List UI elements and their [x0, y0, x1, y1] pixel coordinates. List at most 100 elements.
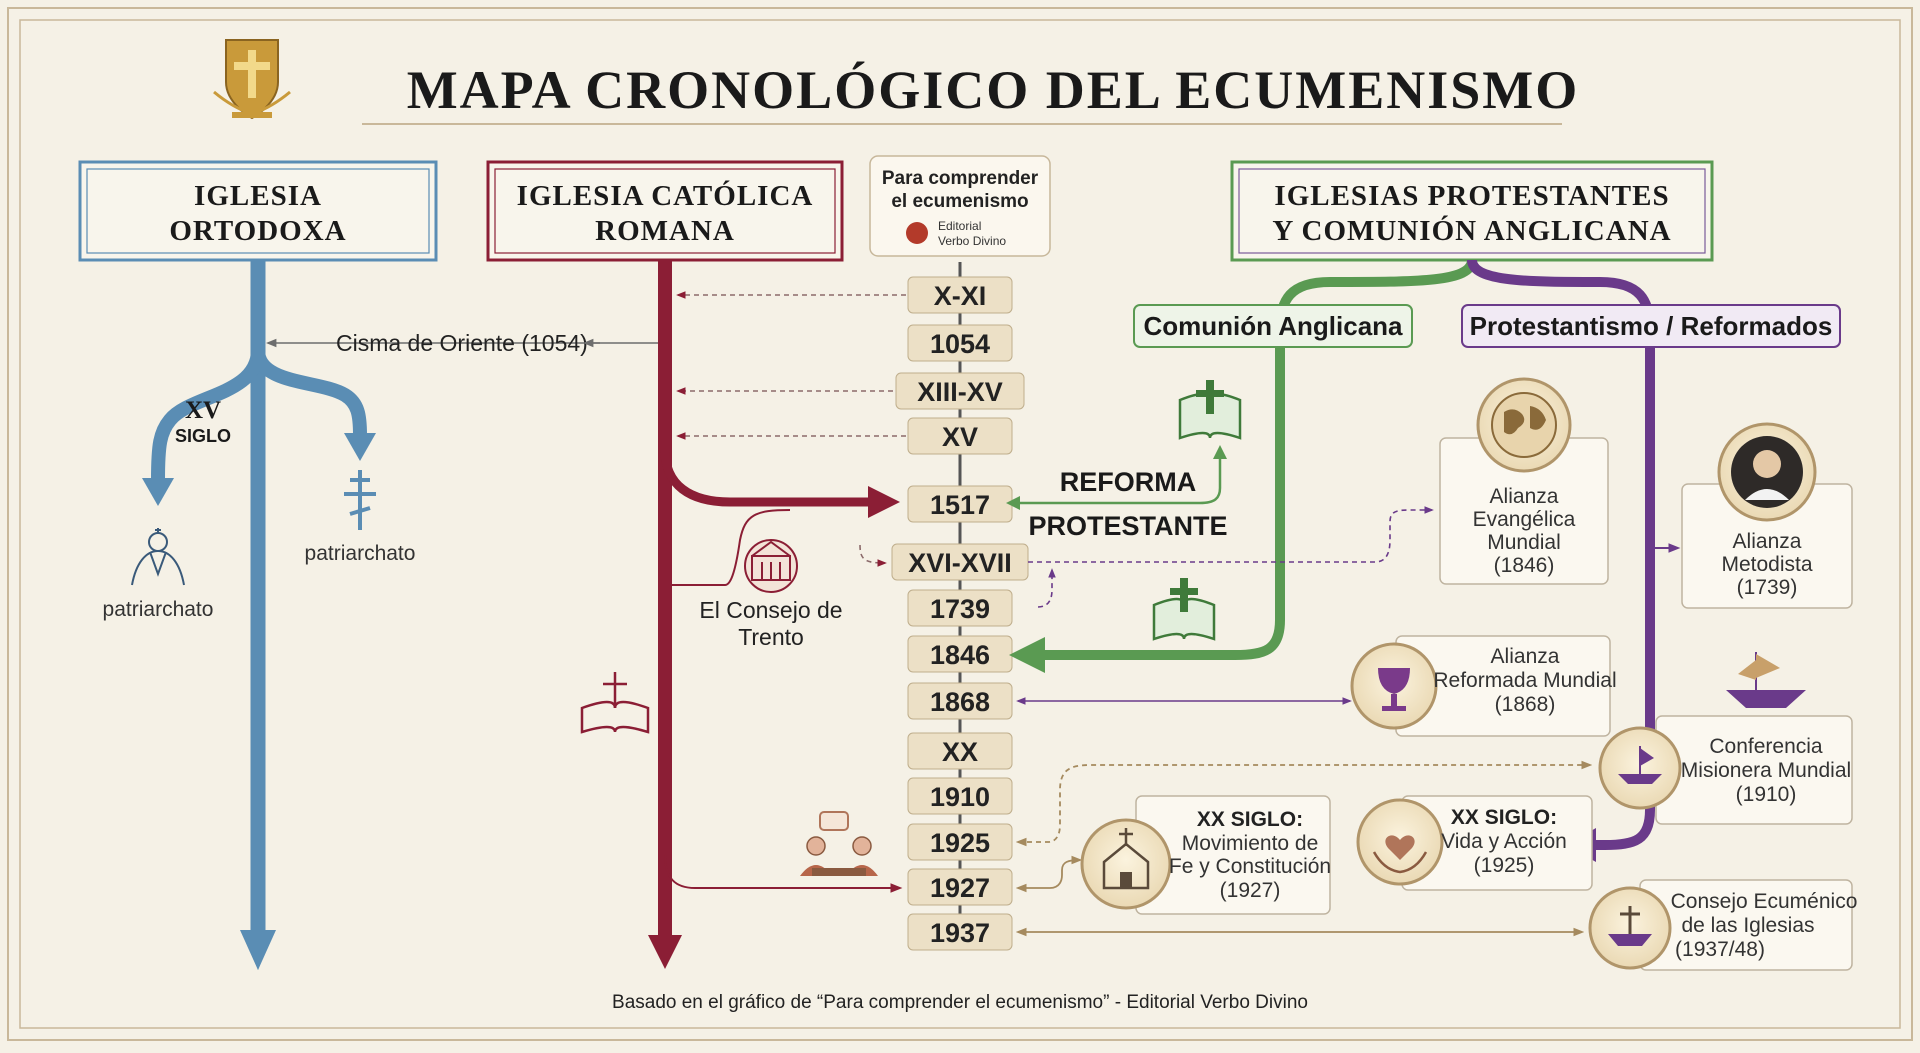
missionary-line2: Misionera Mundial	[1681, 759, 1851, 782]
missionary-line1: Conferencia	[1709, 735, 1823, 758]
year-label: XV	[942, 422, 978, 452]
year-pill: 1937	[907, 913, 1013, 951]
year-pill: XVI-XVII	[891, 543, 1029, 581]
meeting-dialogue-icon	[800, 811, 878, 876]
gold-links	[1015, 760, 1593, 937]
year-pill: XIII-XV	[895, 372, 1025, 410]
methodist-line1: Alianza	[1733, 530, 1802, 553]
footer-credit: Basado en el gráfico de “Para comprender…	[612, 992, 1308, 1013]
protestant-header-line2: Y COMUNIÓN ANGLICANA	[1272, 214, 1671, 247]
year-label: XIII-XV	[917, 377, 1003, 407]
evangelical-alliance-card: Alianza Evangélica Mundial (1846)	[1439, 377, 1609, 585]
council-trent-icon	[744, 539, 798, 593]
year-pill: 1927	[907, 868, 1013, 906]
year-pill: X-XI	[907, 276, 1013, 314]
year-label: 1868	[930, 687, 990, 717]
orthodox-century-num: XV	[185, 397, 221, 424]
year-label: X-XI	[934, 281, 987, 311]
book-card-line1: Para comprender	[882, 168, 1039, 189]
year-pill: 1925	[907, 823, 1013, 861]
trent-label-line2: Trento	[738, 624, 804, 650]
year-label: 1937	[930, 918, 990, 948]
open-bible-icon	[1152, 578, 1216, 641]
sailing-ship-icon	[1726, 652, 1806, 708]
catholic-header: IGLESIA CATÓLICA ROMANA	[486, 160, 844, 262]
reform-label-line2: PROTESTANTE	[1028, 511, 1227, 541]
reformed-alliance-card: Alianza Reformada Mundial (1868)	[1350, 635, 1617, 737]
orthodox-lines	[142, 260, 376, 970]
orthodox-header-line2: ORTODOXA	[169, 215, 346, 247]
year-pill: XX	[907, 732, 1013, 770]
year-label: 1925	[930, 828, 990, 858]
protestant-header-line1: IGLESIAS PROTESTANTES	[1274, 180, 1669, 212]
catholic-header-line1: IGLESIA CATÓLICA	[517, 179, 814, 212]
faith-order-line3: Fe y Constitución	[1169, 855, 1331, 878]
anglican-branch-line	[1006, 259, 1477, 673]
reformed-line3: (1868)	[1495, 693, 1556, 716]
year-pill: XV	[907, 417, 1013, 455]
orthodox-century-word: SIGLO	[175, 426, 231, 446]
reformed-branch-label: Protestantismo / Reformados	[1470, 311, 1833, 341]
year-label: 1927	[930, 873, 990, 903]
wcc-line2: de las Iglesias	[1681, 914, 1814, 937]
catholic-lines	[648, 260, 903, 969]
methodist-alliance-card: Alianza Metodista (1739)	[1681, 422, 1853, 609]
evangelical-line2: Evangélica	[1473, 508, 1576, 531]
reform-label-line1: REFORMA	[1060, 467, 1197, 497]
book-card-line2: el ecumenismo	[891, 191, 1028, 212]
methodist-line2: Metodista	[1721, 553, 1812, 576]
bible-cross-icon	[580, 672, 650, 734]
purple-dotted-links	[1016, 506, 1434, 705]
year-label: XX	[942, 737, 978, 767]
year-pill: 1739	[907, 589, 1013, 627]
evangelical-line3: Mundial	[1487, 531, 1561, 554]
book-card-publisher2: Verbo Divino	[938, 234, 1006, 248]
shield-logo-icon	[213, 39, 291, 120]
book-card-publisher1: Editorial	[938, 219, 981, 233]
patriarch-figure-icon	[131, 528, 185, 586]
protestant-header: IGLESIAS PROTESTANTES Y COMUNIÓN ANGLICA…	[1230, 160, 1714, 262]
life-work-line3: (1925)	[1474, 854, 1535, 877]
year-pill: 1054	[907, 324, 1013, 362]
orthodox-header: IGLESIA ORTODOXA	[78, 160, 438, 262]
missionary-conference-card: Conferencia Misionera Mundial (1910)	[1598, 715, 1853, 825]
reformed-line1: Alianza	[1491, 645, 1560, 668]
trent-dotted-link	[859, 544, 887, 567]
anglican-branch-label: Comunión Anglicana	[1143, 311, 1403, 341]
publisher-logo-icon	[906, 222, 928, 244]
reformed-branch-label-box: Protestantismo / Reformados	[1461, 304, 1841, 348]
orthodox-cross-icon	[344, 470, 376, 530]
life-and-work-card: XX SIGLO: Vida y Acción (1925)	[1356, 795, 1593, 891]
orthodox-header-line1: IGLESIA	[194, 180, 322, 212]
year-label: 1739	[930, 594, 990, 624]
faith-and-order-card: XX SIGLO: Movimiento de Fe y Constitució…	[1080, 795, 1331, 915]
year-pill: 1846	[907, 635, 1013, 673]
year-label: 1910	[930, 782, 990, 812]
year-label: 1517	[930, 490, 990, 520]
timeline-year-pills: X-XI 1054 XIII-XV XV 1517 XVI-XVII 1739 …	[891, 276, 1029, 951]
patriarchate-right-label: patriarchato	[305, 542, 416, 565]
year-label: XVI-XVII	[908, 548, 1012, 578]
faith-order-line4: (1927)	[1220, 879, 1281, 902]
evangelical-line1: Alianza	[1490, 485, 1559, 508]
book-card: Para comprender el ecumenismo Editorial …	[869, 155, 1051, 257]
schism-label: Cisma de Oriente (1054)	[336, 330, 588, 356]
patriarchate-left-label: patriarchato	[103, 598, 214, 621]
anglican-branch-label-box: Comunión Anglicana	[1133, 304, 1413, 348]
inner-frame	[19, 19, 1901, 1029]
outer-frame	[7, 7, 1913, 1041]
life-work-line1: XX SIGLO:	[1451, 806, 1557, 829]
year-pill: 1868	[907, 682, 1013, 720]
page-title: MAPA CRONOLÓGICO DEL ECUMENISMO	[407, 60, 1580, 120]
catholic-dotted-links	[676, 291, 906, 440]
missionary-line3: (1910)	[1736, 783, 1797, 806]
faith-order-line1: XX SIGLO:	[1197, 808, 1303, 831]
wcc-line3: (1937/48)	[1675, 938, 1765, 961]
faith-order-line2: Movimiento de	[1182, 832, 1319, 855]
reformed-line2: Reformada Mundial	[1433, 669, 1616, 692]
life-work-line2: Vida y Acción	[1441, 830, 1567, 853]
year-label: 1054	[930, 329, 990, 359]
evangelical-line4: (1846)	[1494, 554, 1555, 577]
